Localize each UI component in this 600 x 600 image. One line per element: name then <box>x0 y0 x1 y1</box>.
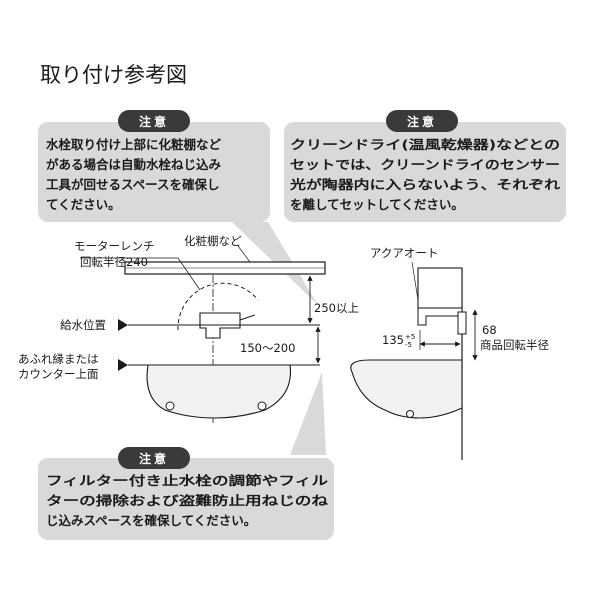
note-top-right-line-4: を離してセットしてください。 <box>290 197 464 212</box>
note-bottom-line-1: フィルター付き止水栓の調節やフィル <box>46 473 329 488</box>
note-top-left-line-4: てください。 <box>46 197 121 212</box>
note-top-right-box <box>284 122 566 222</box>
note-top-left-line-2: がある場合は自動水栓ねじ込み <box>46 157 222 172</box>
label-supply-position: 給水位置 <box>60 318 106 332</box>
note-bottom-pointer <box>290 372 326 455</box>
dim-150-200-label: 150〜200 <box>240 341 295 355</box>
sink-side-view <box>350 359 463 419</box>
label-shelf: 化粧棚など <box>184 234 242 248</box>
note-top-right: 注意 クリーンドライ(温風乾燥器)などとの セットでは、クリーンドライのセンサー… <box>284 110 566 222</box>
note-top-left-badge <box>118 110 190 132</box>
wall-bracket <box>457 311 467 335</box>
note-bottom-box <box>38 458 334 540</box>
sink-side-bracket <box>406 410 414 418</box>
note-top-left-box <box>38 122 270 222</box>
note-top-left-badge-label: 注意 <box>139 114 169 129</box>
label-rotation-radius: 回転半径240 <box>80 255 148 269</box>
sink-bracket-left <box>165 401 175 411</box>
aqua-auto-body <box>417 267 463 309</box>
overflow-rim-marker <box>118 359 128 371</box>
dim-68-label: 68 <box>482 323 497 337</box>
rotation-radius-arc <box>177 282 259 331</box>
faucet-spout <box>239 314 256 321</box>
label-aqua-auto: アクアオート <box>370 246 438 260</box>
sink-basin <box>146 364 292 419</box>
label-motor-wrench: モーターレンチ <box>74 239 155 253</box>
page-title: 取り付け参考図 <box>40 63 187 87</box>
label-product-rotation-radius: 商品回転半径 <box>480 338 549 352</box>
leader-aqua-auto <box>411 261 419 301</box>
aqua-auto-spout <box>417 307 463 326</box>
note-top-left-line-1: 水栓取り付け上部に化粧棚など <box>46 137 222 152</box>
note-bottom-badge-label: 注意 <box>139 451 169 466</box>
dim-135-tol-plus: +5 <box>405 333 415 341</box>
note-top-right-line-1: クリーンドライ(温風乾燥器)などとの <box>290 137 560 152</box>
dim-135-tol-minus: -5 <box>405 341 412 349</box>
note-top-left: 注意 水栓取り付け上部に化粧棚など がある場合は自動水栓ねじ込み 工具が回せるス… <box>38 110 270 222</box>
label-overflow-2: カウンター上面 <box>18 367 99 381</box>
sink-bracket-right <box>257 401 267 411</box>
dim-135-label: 135 <box>382 333 404 347</box>
right-diagram: 135 +5 -5 68 商品回転半径 アクアオート <box>350 246 549 460</box>
supply-position-marker <box>118 319 128 331</box>
note-bottom-line-3: じ込みスペースを確保してください。 <box>46 513 256 528</box>
note-bottom-badge <box>118 447 190 469</box>
note-bottom: 注意 フィルター付き止水栓の調節やフィル ターの掃除および盗難防止用ねじのね じ… <box>38 447 334 540</box>
dim-250-label: 250以上 <box>314 301 359 315</box>
note-top-right-badge-label: 注意 <box>407 114 437 129</box>
note-bottom-line-2: ターの掃除および盗難防止用ねじのね <box>46 493 329 508</box>
note-top-right-badge <box>386 110 458 132</box>
leader-shelf <box>237 245 251 263</box>
note-top-right-line-2: セットでは、クリーンドライのセンサー <box>290 157 560 172</box>
leader-motor-wrench-diag <box>177 257 201 291</box>
label-overflow-1: あふれ縁または <box>18 352 99 366</box>
note-top-right-line-3: 光が陶器内に入らないよう、それぞれ <box>289 177 561 192</box>
note-top-left-line-3: 工具が回せるスペースを確保し <box>46 177 220 192</box>
left-diagram: 250以上 150〜200 モーターレンチ 回転半径240 化粧棚など 給水位置… <box>18 234 359 425</box>
